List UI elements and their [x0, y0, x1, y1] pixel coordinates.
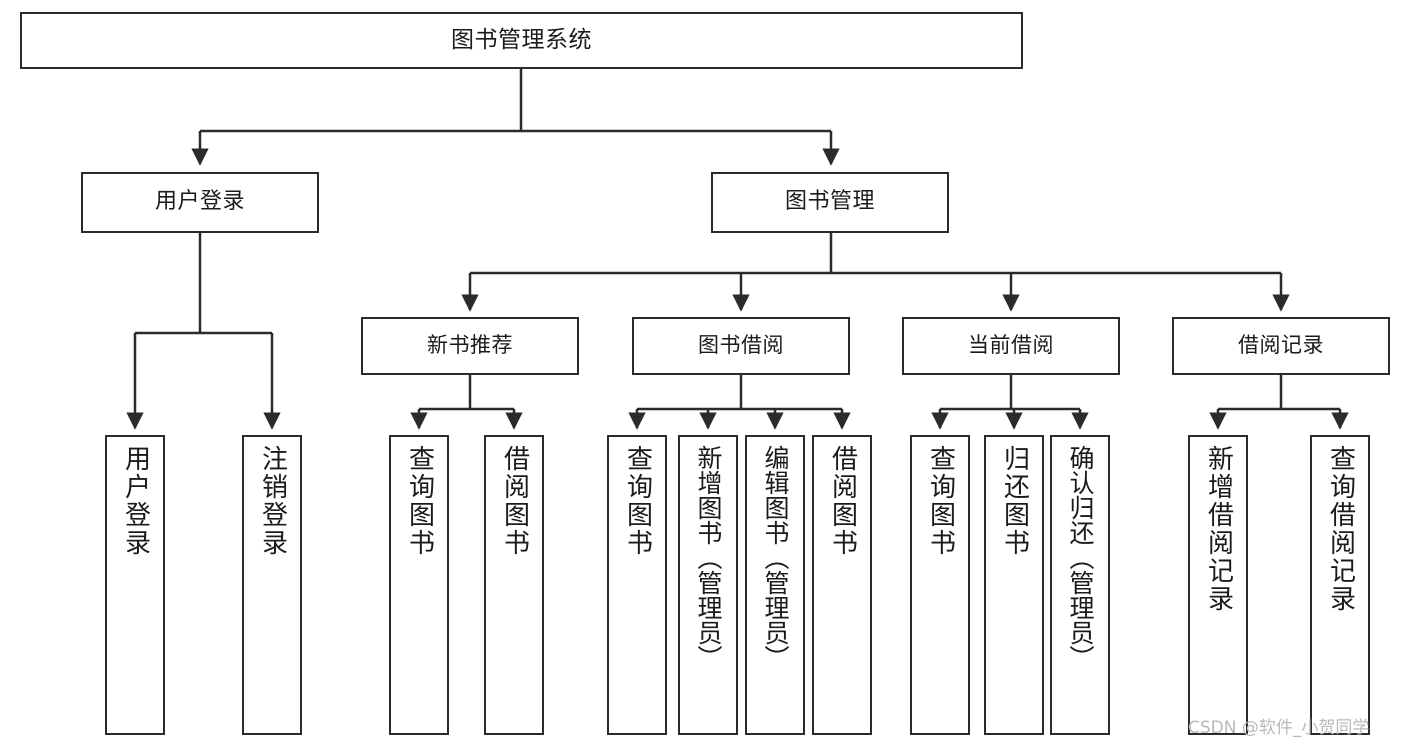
node-leaf-cur-query[interactable]: 查询图书: [910, 435, 970, 735]
node-borrow-label: 图书借阅: [698, 333, 784, 358]
node-current-borrow[interactable]: 当前借阅: [902, 317, 1120, 375]
node-leaf-rec-add[interactable]: 新增借阅记录: [1188, 435, 1248, 735]
node-leaf-nb-query-label: 查询图书: [404, 445, 435, 557]
node-borrow-record[interactable]: 借阅记录: [1172, 317, 1390, 375]
node-leaf-nb-borrow[interactable]: 借阅图书: [484, 435, 544, 735]
node-borrow[interactable]: 图书借阅: [632, 317, 850, 375]
node-leaf-user-login-label: 用户登录: [120, 445, 151, 557]
node-user-login-label: 用户登录: [154, 189, 245, 215]
node-leaf-bw-borrow[interactable]: 借阅图书: [812, 435, 872, 735]
node-leaf-cur-query-label: 查询图书: [925, 445, 956, 557]
node-leaf-rec-query[interactable]: 查询借阅记录: [1310, 435, 1370, 735]
node-leaf-cur-confirm[interactable]: 确认归还（管理员）: [1050, 435, 1110, 735]
node-leaf-bw-query[interactable]: 查询图书: [607, 435, 667, 735]
node-new-book-label: 新书推荐: [427, 333, 513, 358]
node-leaf-bw-add-label: 新增图书（管理员）: [694, 445, 723, 670]
node-new-book[interactable]: 新书推荐: [361, 317, 579, 375]
node-leaf-bw-edit-label: 编辑图书（管理员）: [761, 445, 790, 670]
node-user-login[interactable]: 用户登录: [81, 172, 319, 233]
node-borrow-record-label: 借阅记录: [1238, 333, 1324, 358]
node-book-manage[interactable]: 图书管理: [711, 172, 949, 233]
node-root-label: 图书管理系统: [451, 26, 592, 53]
node-leaf-user-logout[interactable]: 注销登录: [242, 435, 302, 735]
node-leaf-bw-query-label: 查询图书: [622, 445, 653, 557]
node-leaf-user-login[interactable]: 用户登录: [105, 435, 165, 735]
node-leaf-bw-edit[interactable]: 编辑图书（管理员）: [745, 435, 805, 735]
watermark: CSDN @软件_小贺同学: [1188, 718, 1370, 738]
node-leaf-cur-return[interactable]: 归还图书: [984, 435, 1044, 735]
node-leaf-bw-borrow-label: 借阅图书: [827, 445, 858, 557]
node-leaf-cur-return-label: 归还图书: [999, 445, 1030, 557]
node-current-borrow-label: 当前借阅: [968, 333, 1054, 358]
node-root[interactable]: 图书管理系统: [20, 12, 1023, 69]
node-leaf-rec-query-label: 查询借阅记录: [1325, 445, 1356, 613]
node-leaf-rec-add-label: 新增借阅记录: [1203, 445, 1234, 613]
node-leaf-bw-add[interactable]: 新增图书（管理员）: [678, 435, 738, 735]
node-leaf-nb-borrow-label: 借阅图书: [499, 445, 530, 557]
node-book-manage-label: 图书管理: [784, 189, 875, 215]
node-leaf-nb-query[interactable]: 查询图书: [389, 435, 449, 735]
node-leaf-user-logout-label: 注销登录: [257, 445, 288, 557]
node-leaf-cur-confirm-label: 确认归还（管理员）: [1066, 445, 1095, 670]
